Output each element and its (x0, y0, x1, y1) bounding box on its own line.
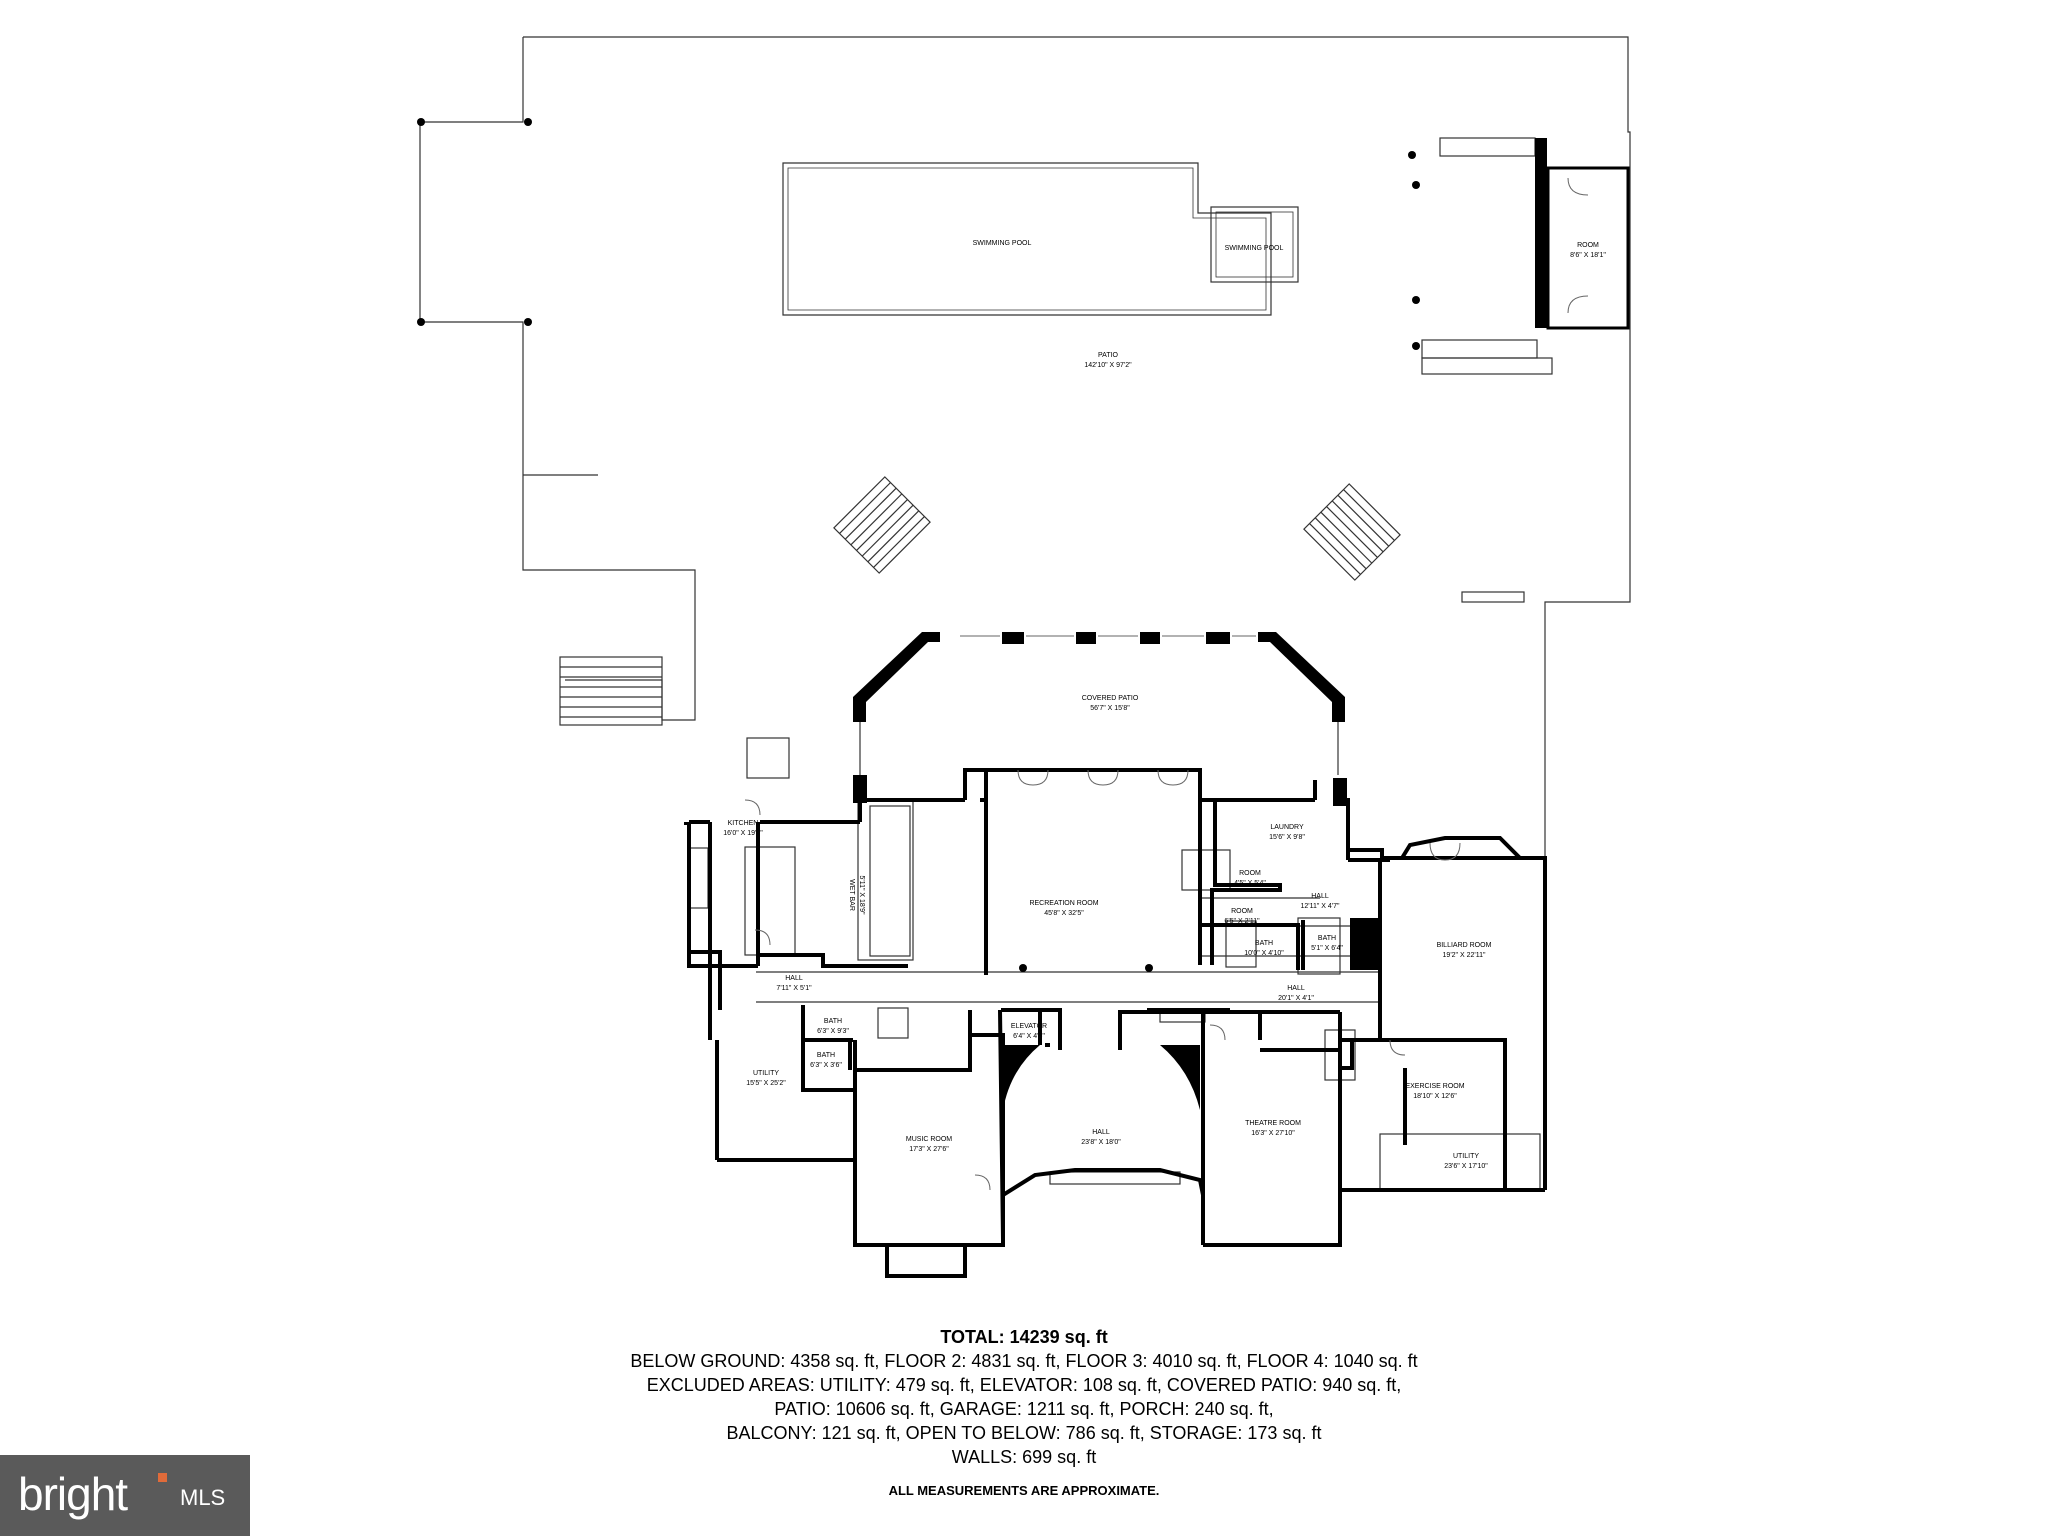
room-size-wet-bar: 5'11" X 18'9" (858, 875, 865, 915)
logo-suffix: MLS (180, 1485, 226, 1510)
room-size-bath-d: 6'3" X 3'6" (810, 1062, 842, 1069)
logo-brand: bright (18, 1468, 128, 1520)
room-size-outdoor: 8'6" X 18'1" (1570, 252, 1606, 259)
room-size-bath-b: 5'1" X 6'4" (1311, 945, 1343, 952)
total-area: TOTAL: 14239 sq. ft (940, 1327, 1108, 1347)
room-name-bath-a: BATH (1255, 940, 1273, 947)
room-name-outdoor: ROOM (1577, 242, 1599, 249)
patio-outline (523, 36, 1631, 858)
summary-line: BALCONY: 121 sq. ft, OPEN TO BELOW: 786 … (726, 1423, 1322, 1443)
room-name-pool-main: SWIMMING POOL (973, 240, 1032, 247)
room-size-utility-a: 15'5" X 25'2" (746, 1080, 786, 1087)
room-name-elevator: ELEVATOR (1011, 1023, 1047, 1030)
room-name-room-b: ROOM (1231, 908, 1253, 915)
summary-line: PATIO: 10606 sq. ft, GARAGE: 1211 sq. ft… (774, 1399, 1274, 1419)
room-name-bath-b: BATH (1318, 935, 1336, 942)
room-size-bath-c: 6'3" X 9'3" (817, 1028, 849, 1035)
room-size-hall-d: 23'8" X 18'0" (1081, 1139, 1121, 1146)
room-name-bath-d: BATH (817, 1052, 835, 1059)
room-name-recreation-room: RECREATION ROOM (1029, 900, 1098, 907)
room-outdoor-shape (1546, 166, 1630, 330)
room-name-music-room: MUSIC ROOM (906, 1136, 952, 1143)
room-name-billiard-room: BILLIARD ROOM (1437, 942, 1492, 949)
room-name-covered-patio: COVERED PATIO (1082, 695, 1139, 702)
stair-left (833, 476, 931, 574)
room-name-utility-b: UTILITY (1453, 1153, 1479, 1160)
room-size-elevator: 6'4" X 4'6" (1013, 1033, 1045, 1040)
summary-line: BELOW GROUND: 4358 sq. ft, FLOOR 2: 4831… (630, 1351, 1418, 1371)
room-size-recreation-room: 45'8" X 32'5" (1044, 910, 1084, 917)
room-name-utility-a: UTILITY (753, 1070, 779, 1077)
room-name-theatre-room: THEATRE ROOM (1245, 1120, 1301, 1127)
room-size-music-room: 17'3" X 27'6" (909, 1146, 949, 1153)
room-name-laundry: LAUNDRY (1270, 824, 1304, 831)
stair-entry (559, 656, 663, 726)
floor-plan: SWIMMING POOL SWIMMING POOL PATIO 142'10… (417, 36, 1631, 1278)
summary-line: EXCLUDED AREAS: UTILITY: 479 sq. ft, ELE… (646, 1375, 1402, 1395)
room-size-utility-b: 23'6" X 17'10" (1444, 1163, 1488, 1170)
room-size-covered-patio: 56'7" X 15'8" (1090, 705, 1130, 712)
room-name-patio: PATIO (1098, 352, 1119, 359)
pool-spa-shape (1210, 206, 1299, 283)
room-labels: SWIMMING POOL SWIMMING POOL PATIO 142'10… (723, 240, 1606, 1170)
room-size-room-a: 4'5" X 5'4" (1234, 880, 1266, 887)
room-name-hall-c: HALL (1287, 985, 1305, 992)
room-size-exercise-room: 18'10" X 12'6" (1413, 1093, 1457, 1100)
room-name-room-a: ROOM (1239, 870, 1261, 877)
room-size-laundry: 15'6" X 9'8" (1269, 834, 1305, 841)
logo-dot-icon (158, 1473, 167, 1482)
summary-line: WALLS: 699 sq. ft (951, 1447, 1097, 1467)
measurement-note: ALL MEASUREMENTS ARE APPROXIMATE. (888, 1483, 1160, 1498)
room-size-kitchen: 16'0" X 19'0" (723, 830, 763, 837)
room-name-kitchen: KITCHEN (728, 820, 759, 827)
room-size-bath-a: 10'0" X 4'10" (1244, 950, 1284, 957)
patio-outline-left (419, 37, 696, 721)
pool-main-shape (782, 162, 1272, 316)
bright-mls-logo: bright MLS (0, 1455, 250, 1536)
room-name-hall-b: HALL (785, 975, 803, 982)
room-size-hall-c: 20'1" X 4'1" (1278, 995, 1314, 1002)
room-size-hall-a: 12'11" X 4'7" (1300, 903, 1340, 910)
area-summary: TOTAL: 14239 sq. ft BELOW GROUND: 4358 s… (0, 1325, 2048, 1498)
room-name-exercise-room: EXERCISE ROOM (1405, 1083, 1464, 1090)
room-size-hall-b: 7'11" X 5'1" (776, 985, 812, 992)
stair-right (1303, 483, 1401, 581)
room-name-hall-d: HALL (1092, 1129, 1110, 1136)
room-name-hall-a: HALL (1311, 893, 1329, 900)
room-name-pool-spa: SWIMMING POOL (1225, 245, 1284, 252)
room-name-wet-bar: WET BAR (848, 879, 855, 911)
room-size-billiard-room: 19'2" X 22'11" (1443, 952, 1486, 959)
room-size-patio: 142'10" X 97'2" (1084, 362, 1132, 369)
room-name-bath-c: BATH (824, 1018, 842, 1025)
room-size-theatre-room: 16'3" X 27'10" (1251, 1130, 1295, 1137)
room-size-room-b: 6'5" X 2'11" (1224, 918, 1260, 925)
